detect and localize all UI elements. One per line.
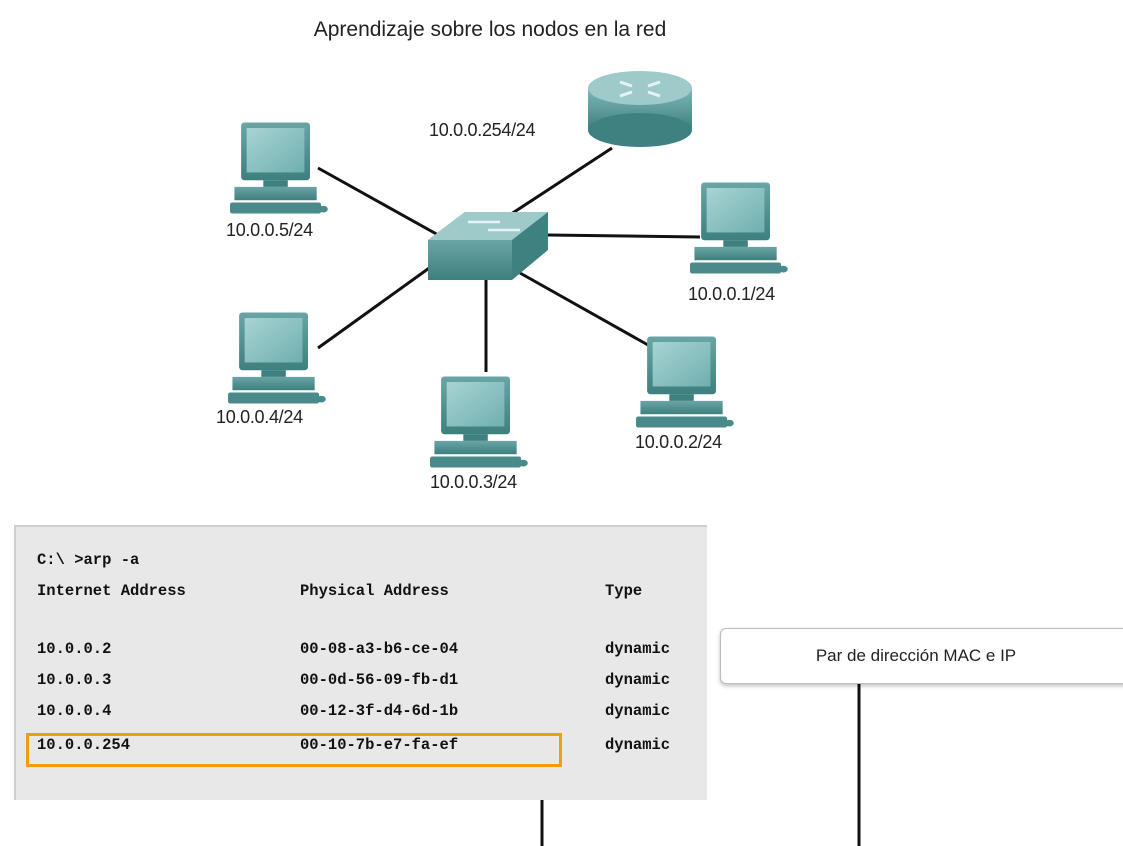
highlight-box — [26, 733, 562, 767]
link-pc4 — [317, 264, 433, 350]
link-pc1 — [547, 233, 701, 239]
header-physical-address: Physical Address — [300, 582, 449, 600]
terminal-command: C:\ >arp -a — [37, 551, 140, 569]
link-pc2 — [519, 271, 649, 347]
pc1-ip-label: 10.0.0.1/24 — [688, 284, 775, 304]
row-mac: 00-08-a3-b6-ce-04 — [300, 640, 459, 658]
pc-4-icon — [228, 312, 326, 404]
row-ip-highlighted: 10.0.0.254 — [37, 736, 131, 754]
arp-terminal-panel — [14, 525, 707, 800]
pc5-ip-label: 10.0.0.5/24 — [226, 220, 313, 240]
callout-text: Par de dirección MAC e IP — [815, 646, 1017, 665]
router-ip-label: 10.0.0.254/24 — [429, 120, 536, 140]
pc2-ip-label: 10.0.0.2/24 — [635, 432, 722, 452]
row-type: dynamic — [605, 640, 671, 658]
pc-1-icon — [690, 182, 788, 274]
pc-3-icon — [430, 376, 528, 468]
header-type: Type — [605, 582, 643, 600]
link-router — [504, 146, 613, 220]
row-ip: 10.0.0.2 — [37, 640, 112, 658]
link-pc5 — [317, 166, 441, 238]
row-ip: 10.0.0.3 — [37, 671, 112, 689]
network-links — [317, 146, 701, 372]
diagram-title: Aprendizaje sobre los nodos en la red — [313, 18, 667, 41]
switch-icon — [428, 212, 548, 280]
router-icon — [588, 71, 692, 147]
callout-box: Par de dirección MAC e IP — [720, 628, 1123, 684]
row-type: dynamic — [605, 702, 671, 720]
row-type: dynamic — [605, 671, 671, 689]
header-internet-address: Internet Address — [37, 582, 186, 600]
pc-5-icon — [230, 122, 328, 214]
row-mac-highlighted: 00-10-7b-e7-fa-ef — [300, 736, 459, 754]
row-mac: 00-12-3f-d4-6d-1b — [300, 702, 459, 720]
pc4-ip-label: 10.0.0.4/24 — [216, 407, 303, 427]
pc3-ip-label: 10.0.0.3/24 — [430, 472, 517, 492]
row-type: dynamic — [605, 736, 671, 754]
row-ip: 10.0.0.4 — [37, 702, 112, 720]
row-mac: 00-0d-56-09-fb-d1 — [300, 671, 459, 689]
pc-2-icon — [636, 336, 734, 428]
